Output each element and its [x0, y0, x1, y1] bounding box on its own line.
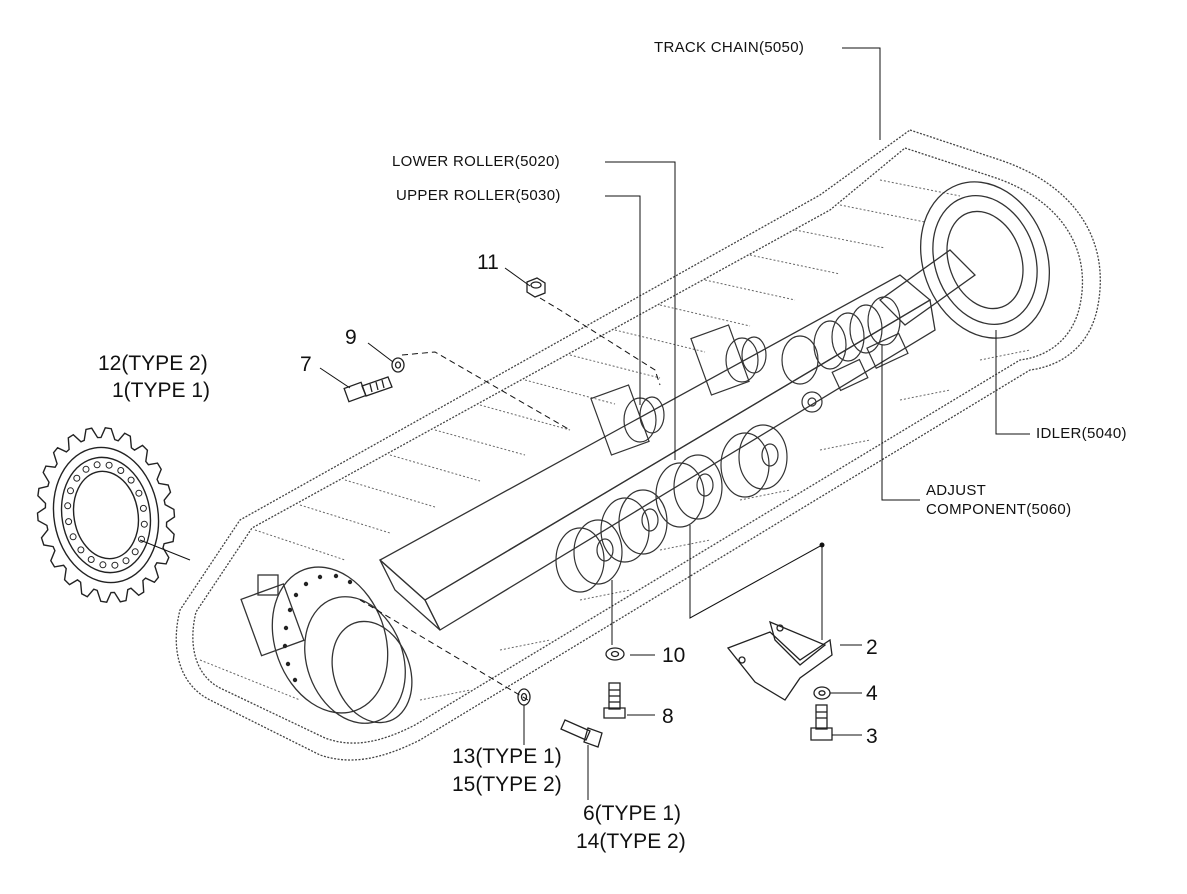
- label-part-9: 9: [345, 326, 357, 349]
- nut-11: [526, 277, 546, 298]
- sprocket: [36, 427, 176, 603]
- bolt-8: [603, 682, 626, 719]
- sprocket-hole: [77, 546, 85, 554]
- travel-motor: [240, 566, 413, 724]
- label-adjust-line1: ADJUST: [926, 482, 987, 499]
- washer-9: [391, 357, 405, 373]
- label-upper-roller: UPPER ROLLER(5030): [396, 187, 561, 204]
- label-part-6: 6(TYPE 1): [583, 802, 682, 825]
- label-part-11: 11: [477, 251, 499, 274]
- bolt-3: [810, 704, 833, 741]
- label-part-12: 12(TYPE 2): [98, 352, 208, 375]
- leader-lines: [139, 47, 1030, 800]
- sprocket-hole: [67, 487, 74, 495]
- sprocket-hole: [73, 474, 81, 482]
- sprocket-hole: [138, 535, 145, 543]
- label-part-1: 1(TYPE 1): [112, 379, 211, 402]
- lower-roller-2: [600, 489, 668, 563]
- sprocket-hole: [99, 561, 107, 569]
- sprocket-hole: [131, 548, 139, 556]
- motor-bolt-holes: [282, 573, 353, 683]
- label-part-15: 15(TYPE 2): [452, 773, 562, 796]
- idler: [878, 181, 1051, 339]
- sprocket-hole: [82, 465, 90, 473]
- dashed-assembly-lines: [359, 297, 661, 701]
- track-shoes: [199, 179, 1031, 701]
- sprocket-hole: [111, 561, 119, 569]
- label-part-8: 8: [662, 705, 674, 728]
- sprocket-hole: [93, 461, 101, 469]
- label-part-7: 7: [300, 353, 312, 376]
- label-part-3: 3: [866, 725, 878, 748]
- sprocket-hole: [65, 518, 73, 526]
- label-part-14: 14(TYPE 2): [576, 830, 686, 853]
- track-guard-2: [726, 620, 833, 701]
- sprocket-hole: [105, 461, 113, 469]
- label-part-13: 13(TYPE 1): [452, 745, 562, 768]
- label-lower-roller: LOWER ROLLER(5020): [392, 153, 560, 170]
- track-frame: [378, 274, 936, 631]
- washer-10: [605, 647, 625, 661]
- sprocket-hole: [135, 489, 143, 497]
- label-track-chain: TRACK CHAIN(5050): [654, 39, 805, 56]
- sprocket-hole: [87, 556, 95, 563]
- sprocket-hole: [69, 533, 77, 541]
- label-part-2: 2: [866, 636, 878, 659]
- lower-roller-1: [555, 519, 623, 593]
- lower-roller-3: [655, 454, 723, 528]
- sprocket-hole: [139, 504, 147, 512]
- sprocket-hole: [140, 520, 148, 528]
- washer-4: [813, 686, 831, 700]
- sprocket-hole: [64, 502, 72, 510]
- bolt-6: [560, 719, 603, 748]
- washer-13: [517, 688, 531, 706]
- lower-roller-4: [720, 424, 788, 498]
- track-chain: [175, 129, 1101, 761]
- sprocket-holes: [64, 461, 148, 569]
- sprocket-hole: [127, 476, 135, 484]
- upper-rollers: [590, 324, 767, 456]
- adjust-component: [781, 296, 909, 413]
- sprocket-hole: [122, 557, 130, 565]
- lower-rollers: [555, 424, 788, 593]
- label-part-4: 4: [866, 682, 878, 705]
- label-part-10: 10: [662, 644, 686, 667]
- label-idler: IDLER(5040): [1036, 425, 1127, 442]
- bolt-7: [343, 376, 393, 403]
- label-adjust-line2: COMPONENT(5060): [926, 501, 1072, 518]
- sprocket-hole: [117, 467, 125, 474]
